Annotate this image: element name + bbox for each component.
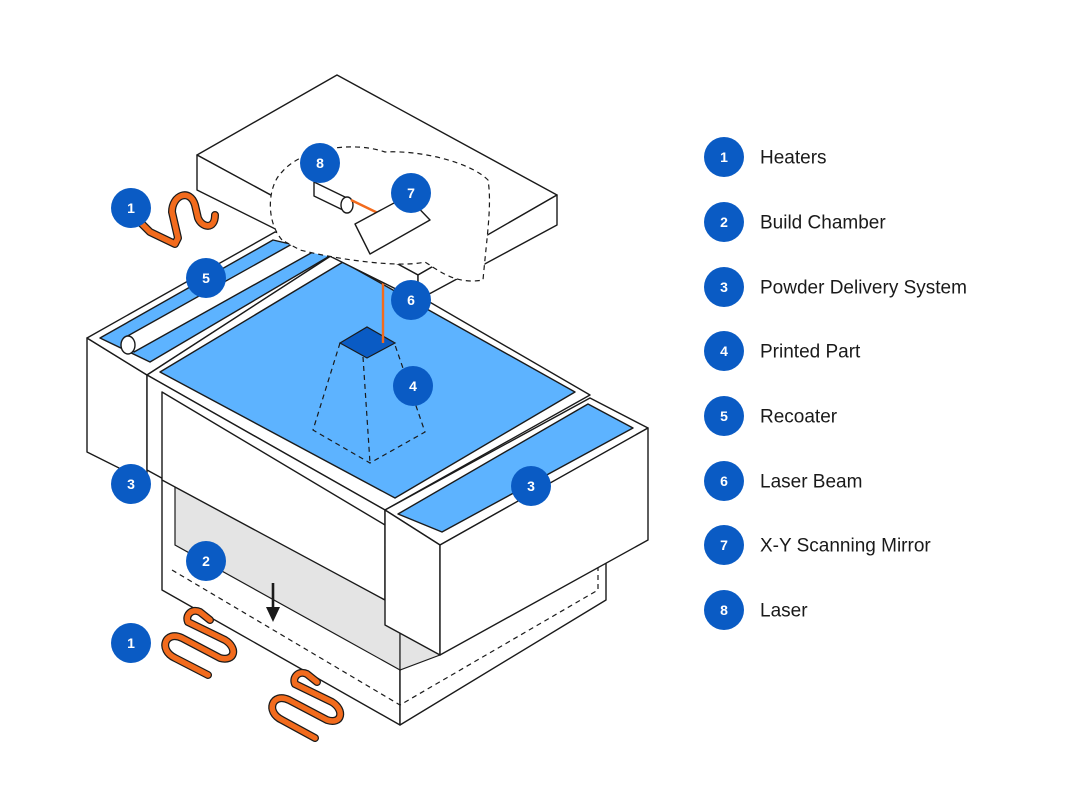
svg-text:Build Chamber: Build Chamber [760,213,886,234]
legend-item: 7 X-Y Scanning Mirror [704,525,931,565]
printed-part-top-layer [338,326,397,359]
svg-text:8: 8 [316,155,324,171]
svg-text:1: 1 [127,200,135,216]
svg-text:X-Y Scanning Mirror: X-Y Scanning Mirror [760,536,931,557]
callout-mirror: 7 [391,173,431,213]
svg-text:Printed Part: Printed Part [760,342,861,363]
down-arrow-icon [266,583,280,622]
svg-text:5: 5 [202,270,210,286]
svg-text:3: 3 [720,279,728,295]
main-powder-bed [159,261,576,499]
heater-top [136,191,219,248]
legend-item: 1 Heaters [704,137,827,177]
callout-powder-right: 3 [511,466,551,506]
heater-bottom-right [268,668,345,742]
chamber-base-dashed-outline [171,565,599,706]
right-powder-box-front-right [439,427,649,656]
callout-build-chamber: 2 [186,541,226,581]
callout-laser-beam: 6 [391,280,431,320]
callout-powder-left: 3 [111,464,151,504]
printed-part-dashed-outline [312,342,426,464]
svg-text:1: 1 [127,635,135,651]
svg-text:2: 2 [720,214,728,230]
svg-text:4: 4 [720,343,728,359]
callout-recoater: 5 [186,258,226,298]
laser-tube [313,181,354,214]
svg-text:Recoater: Recoater [760,407,838,428]
callout-heater-top: 1 [111,188,151,228]
callout-heater-bottom: 1 [111,623,151,663]
legend-item: 8 Laser [704,590,808,630]
svg-text:Laser Beam: Laser Beam [760,472,862,493]
legend-item: 6 Laser Beam [704,461,862,501]
printed-part [312,326,426,464]
svg-text:7: 7 [407,185,415,201]
legend-item: 3 Powder Delivery System [704,267,967,307]
svg-text:Heaters: Heaters [760,148,827,169]
svg-text:5: 5 [720,408,728,424]
callout-laser: 8 [300,143,340,183]
laser-housing [196,74,558,301]
legend-item: 5 Recoater [704,396,838,436]
right-powder-bed [397,403,634,533]
legend-item: 4 Printed Part [704,331,861,371]
svg-text:Laser: Laser [760,601,808,622]
legend-item: 2 Build Chamber [704,202,886,242]
recoater-roller-end [120,335,136,355]
svg-text:8: 8 [720,602,728,618]
svg-text:3: 3 [527,478,535,494]
heater-bottom-left [161,606,238,679]
svg-text:4: 4 [409,378,417,394]
svg-text:Powder Delivery System: Powder Delivery System [760,278,967,299]
svg-text:3: 3 [127,476,135,492]
callout-printed-part: 4 [393,366,433,406]
legend: 1 Heaters 2 Build Chamber 3 Powder Deliv… [704,137,967,630]
svg-text:6: 6 [407,292,415,308]
svg-text:1: 1 [720,149,728,165]
svg-text:6: 6 [720,473,728,489]
laser-tube-end [340,196,354,214]
svg-text:2: 2 [202,553,210,569]
svg-text:7: 7 [720,537,728,553]
